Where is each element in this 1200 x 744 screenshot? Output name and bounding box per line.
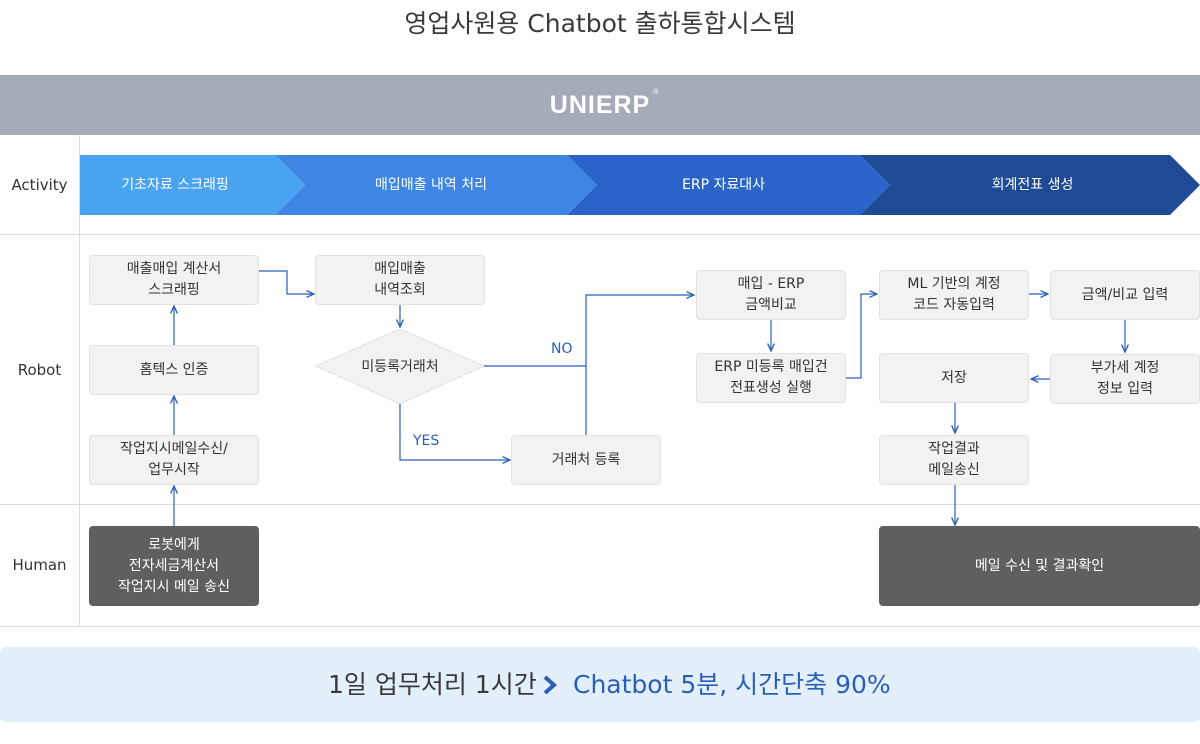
node-erp-compare-line-1: 매입 - ERP: [737, 276, 805, 292]
node-amount-input-line-1: 금액/비교 입력: [1081, 286, 1169, 303]
node-ml-account-line-1: ML 기반의 계정: [907, 276, 1001, 292]
node-save-line-1: 저장: [941, 369, 967, 386]
phase-label-4: 회계전표 생성: [991, 177, 1074, 193]
arrow-voucher-to-ml: [846, 294, 877, 379]
chevron-right-icon: [543, 675, 558, 695]
node-register-line-1: 거래처 등록: [551, 451, 621, 468]
node-scrape-line-1: 매출매입 계산서: [126, 261, 222, 277]
node-save: 저장: [879, 353, 1029, 403]
node-inquiry: 매입매출 내역조회: [315, 255, 485, 305]
node-scrape-line-2: 스크래핑: [148, 282, 200, 298]
brand-header: UNIERP®: [0, 75, 1200, 135]
decision-label: 미등록거래처: [361, 359, 439, 375]
page-title: 영업사원용 Chatbot 출하통합시스템: [404, 9, 796, 38]
lane-label-activity: Activity: [11, 176, 68, 194]
node-vat-input-line-2: 정보 입력: [1097, 381, 1153, 397]
brand-name: UNIERP: [549, 90, 651, 119]
node-amount-input: 금액/비교 입력: [1050, 270, 1200, 320]
node-erp-voucher-line-1: ERP 미등록 매입건: [714, 359, 828, 375]
node-result-mail-line-2: 메일송신: [928, 462, 980, 478]
lane-divider-robot: [0, 504, 1200, 505]
phase-label-3: ERP 자료대사: [682, 177, 765, 193]
summary-bar: [0, 647, 1200, 722]
lane-divider-activity: [0, 234, 1200, 235]
node-human-receive: 메일 수신 및 결과확인: [879, 526, 1200, 606]
node-inquiry-line-1: 매입매출: [374, 261, 426, 277]
node-mail-start-line-2: 업무시작: [148, 462, 200, 478]
node-erp-voucher: ERP 미등록 매입건 전표생성 실행: [696, 353, 846, 403]
node-human-send-line-3: 작업지시 메일 송신: [118, 578, 230, 595]
node-hometax-line-1: 홈텍스 인증: [139, 361, 209, 378]
node-vat-input-line-1: 부가세 계정: [1090, 360, 1160, 376]
node-mail-start-line-1: 작업지시메일수신/: [120, 441, 228, 457]
node-ml-account-line-2: 코드 자동입력: [913, 297, 995, 313]
node-mail-start: 작업지시메일수신/ 업무시작: [89, 435, 259, 485]
phase-chevron-4: [860, 155, 1200, 215]
node-human-send-line-1: 로봇에게: [148, 536, 200, 553]
node-human-send: 로봇에게 전자세금계산서 작업지시 메일 송신: [89, 526, 259, 606]
lane-label-robot: Robot: [17, 361, 62, 379]
node-scrape: 매출매입 계산서 스크래핑: [89, 255, 259, 305]
lane-label-divider: [79, 135, 80, 626]
arrow-scrape-to-inquiry: [258, 270, 314, 294]
node-erp-compare: 매입 - ERP 금액비교: [696, 270, 846, 320]
flow-label-no: NO: [551, 341, 573, 357]
flow-label-yes: YES: [413, 433, 440, 449]
node-hometax: 홈텍스 인증: [89, 345, 259, 395]
phase-chevron-1: [80, 155, 305, 215]
brand-logo: UNIERP®: [549, 89, 658, 120]
phase-label-1: 기초자료 스크래핑: [121, 177, 229, 193]
node-erp-voucher-line-2: 전표생성 실행: [730, 380, 812, 396]
node-erp-compare-line-2: 금액비교: [745, 297, 797, 313]
arrow-decision-yes: [399, 404, 510, 460]
phase-chevron-3: [567, 155, 890, 215]
registered-mark: ®: [653, 88, 660, 96]
summary-before: 1일 업무처리 1시간: [328, 670, 537, 699]
node-ml-account: ML 기반의 계정 코드 자동입력: [879, 270, 1029, 320]
summary-after: Chatbot 5분, 시간단축 90%: [573, 670, 891, 699]
node-human-receive-line-1: 메일 수신 및 결과확인: [974, 557, 1105, 574]
arrow-no-to-compare: [585, 295, 694, 435]
node-vat-input: 부가세 계정 정보 입력: [1050, 354, 1200, 404]
node-human-send-line-2: 전자세금계산서: [128, 557, 220, 574]
phase-label-2: 매입매출 내역 처리: [375, 177, 487, 193]
lane-label-human: Human: [12, 556, 67, 574]
phase-chevron-2: [275, 155, 597, 215]
lane-divider-human: [0, 626, 1200, 627]
node-register: 거래처 등록: [511, 435, 661, 485]
node-result-mail-line-1: 작업결과: [928, 441, 980, 457]
node-inquiry-line-2: 내역조회: [374, 282, 426, 298]
node-result-mail: 작업결과 메일송신: [879, 435, 1029, 485]
